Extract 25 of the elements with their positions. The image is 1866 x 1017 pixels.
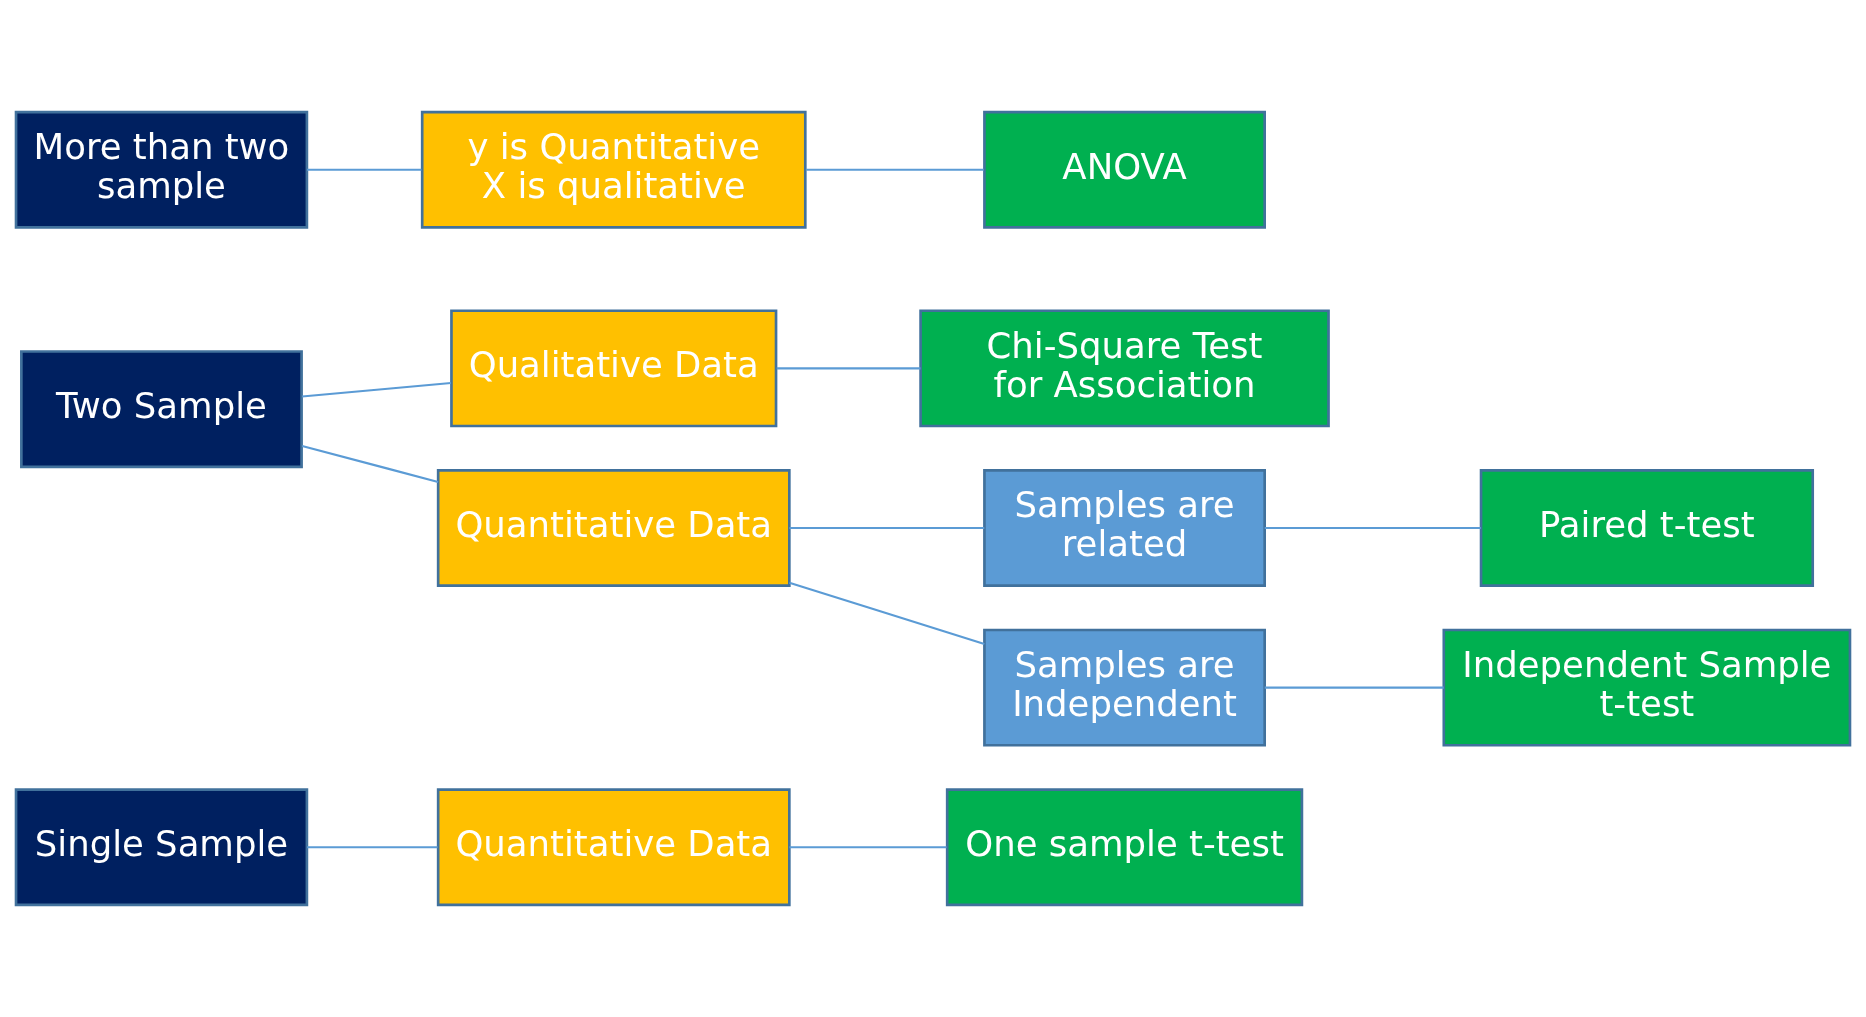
connector <box>307 846 438 849</box>
connector <box>789 581 985 646</box>
node-box: Paired t-test <box>1479 469 1815 587</box>
connector <box>789 846 947 849</box>
node-box: Two Sample <box>20 350 303 469</box>
node-box: One sample t-test <box>945 788 1304 907</box>
connector <box>1264 526 1481 530</box>
node-box: ANOVA <box>983 110 1266 229</box>
node-box: Samples are related <box>983 469 1266 587</box>
connector <box>1264 686 1444 689</box>
node-box: Qualitative Data <box>450 309 778 428</box>
connector <box>302 381 452 398</box>
connector <box>805 168 984 171</box>
node-box: More than two sample <box>14 110 309 229</box>
connector <box>307 168 422 171</box>
node-box: Quantitative Data <box>436 469 791 587</box>
node-box: Chi-Square Test for Association <box>919 309 1330 428</box>
node-box: Quantitative Data <box>436 788 791 907</box>
node-box: Single Sample <box>14 788 309 907</box>
connector <box>301 444 439 483</box>
node-box: Samples are Independent <box>983 628 1266 747</box>
connector <box>789 526 985 530</box>
node-box: y is Quantitative X is qualitative <box>420 110 807 229</box>
node-box: Independent Sample t-test <box>1442 628 1852 747</box>
connector <box>776 367 921 370</box>
